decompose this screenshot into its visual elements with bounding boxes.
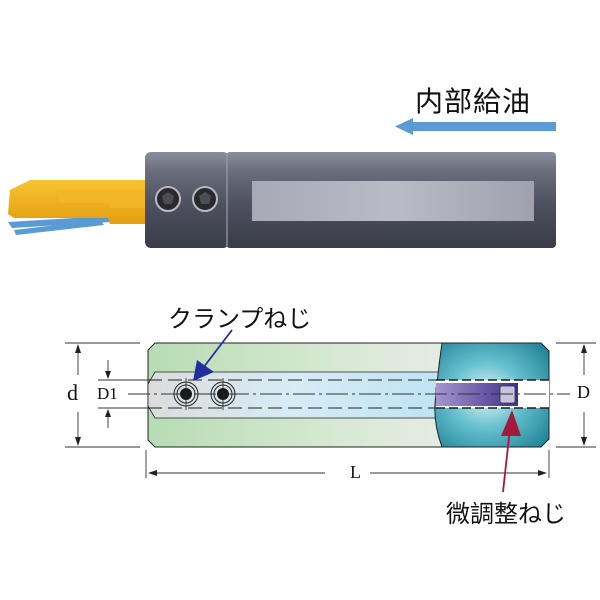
boring-bar-render [8,118,556,248]
clamp-screw-icon [192,186,218,212]
body-front [145,152,229,248]
section-drawing [65,329,596,493]
dimension-D-label: D [577,382,590,402]
clamp-screw-section-icon [173,378,199,410]
clamp-screw-icon [155,186,181,212]
shank-flat [252,181,534,221]
dimension-D1-label: D1 [97,384,118,403]
fine-adjust-screw-label: 微調整ねじ [446,500,566,528]
fine-adjust-pointer-arrow-icon [501,410,521,493]
clamp-screw-section-icon [210,378,236,410]
dimension-L-label: L [350,462,361,482]
fine-adjust-screw [436,383,518,406]
coolant-direction-arrow-icon [395,118,556,135]
clamp-screw-label: クランプねじ [168,305,312,333]
clamp-screw-pointer-arrow-icon [193,329,233,381]
coolant-label: 内部給油 [415,85,532,118]
dimension-d-label: d [67,380,78,405]
